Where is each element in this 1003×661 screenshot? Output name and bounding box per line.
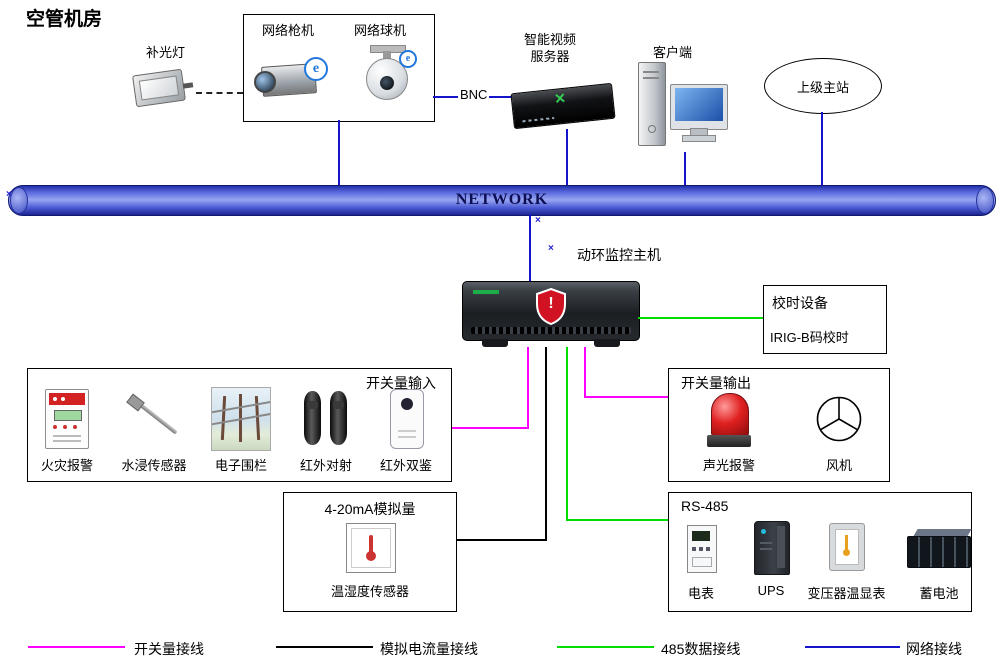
bnc-label: BNC <box>458 87 490 102</box>
rs485-title: RS-485 <box>681 498 729 514</box>
timing-box-subtitle: IRIG-B码校时 <box>770 330 849 345</box>
connector-timing <box>638 317 763 319</box>
legend-network-line <box>805 646 900 648</box>
network-bus-label: NETWORK <box>455 191 549 208</box>
battery-bank-label: 蓄电池 <box>919 586 959 601</box>
fire-alarm-label: 火灾报警 <box>40 458 93 473</box>
power-meter-label: 电表 <box>687 586 714 601</box>
shield-icon: ! <box>535 287 567 326</box>
rs485-box: RS-485 电表 UPS 变压器温显表 <box>668 492 972 612</box>
host-led-icon <box>473 290 499 294</box>
video-server-icon: ✕ <box>510 80 616 130</box>
connector-master-bus <box>821 112 823 186</box>
fan-icon <box>815 395 863 443</box>
temp-humidity-sensor-label: 温湿度传感器 <box>330 584 409 599</box>
water-sensor-label: 水浸传感器 <box>121 458 187 473</box>
connector-rs485-v <box>566 347 568 521</box>
host-label: 动环监控主机 <box>577 247 661 263</box>
network-bus: NETWORK <box>8 185 996 216</box>
fill-light-label: 补光灯 <box>146 45 186 60</box>
sound-light-alarm-icon <box>707 393 751 449</box>
legend-analog-line <box>276 646 373 648</box>
monitoring-host-icon: ! <box>462 281 640 341</box>
battery-bank-icon <box>907 529 972 569</box>
ups-label: UPS <box>757 583 785 598</box>
legend-485-line <box>557 646 654 648</box>
connector-light-camera <box>196 92 243 94</box>
electronic-fence-label: 电子围栏 <box>214 458 267 473</box>
video-server-label-line1: 智能视频 <box>523 32 576 47</box>
connector-analog-v <box>545 347 547 541</box>
switch-output-box: 开关量输出 声光报警 风机 <box>668 368 890 482</box>
connection-x-icon: × <box>535 215 541 226</box>
dual-pir-icon <box>390 389 424 449</box>
fire-alarm-icon <box>45 389 89 449</box>
connector-rs485-h <box>566 519 668 521</box>
dome-camera-label: 网络球机 <box>354 23 407 38</box>
legend-switch-label: 开关量接线 <box>134 641 204 657</box>
analog-box-title: 4-20mA模拟量 <box>324 501 416 517</box>
ups-icon <box>754 521 790 575</box>
connector-switch-input-v <box>527 347 529 429</box>
bus-right-cap-icon <box>976 187 994 214</box>
host-foot-icon <box>594 339 620 347</box>
connection-x-icon: × <box>6 189 12 200</box>
transformer-temp-display-label: 变压器温显表 <box>807 586 886 601</box>
sound-light-alarm-label: 声光报警 <box>702 458 755 473</box>
connector-bus-host <box>529 214 531 281</box>
power-meter-icon <box>687 525 717 573</box>
master-station-node: 上级主站 <box>764 58 882 114</box>
server-logo-icon: ✕ <box>553 89 567 107</box>
bus-left-cap-icon <box>10 187 28 214</box>
video-server-label-line2: 服务器 <box>530 49 570 64</box>
bullet-camera-icon: e <box>254 55 336 107</box>
master-station-label: 上级主站 <box>796 79 849 95</box>
legend-switch-line <box>28 646 125 648</box>
connector-switch-output-h <box>584 396 668 398</box>
fan-label: 风机 <box>825 458 852 473</box>
analog-box: 4-20mA模拟量 温湿度传感器 <box>283 492 457 612</box>
timing-box-title: 校时设备 <box>772 295 828 311</box>
camera-group-box: 网络枪机 网络球机 e e <box>243 14 435 122</box>
browser-badge-icon: e <box>399 50 417 68</box>
timing-box: 校时设备 IRIG-B码校时 <box>763 285 887 354</box>
infrared-beam-icon <box>304 391 348 447</box>
fill-light-icon <box>130 66 194 110</box>
legend-network-label: 网络接线 <box>906 641 962 657</box>
legend-485-label: 485数据接线 <box>661 641 741 657</box>
connection-x-icon: × <box>548 243 554 254</box>
connector-client-bus <box>684 152 686 186</box>
shield-mark: ! <box>548 295 554 312</box>
connector-camera-bus <box>338 120 340 186</box>
temp-humidity-sensor-icon <box>346 523 396 573</box>
dual-pir-label: 红外双鉴 <box>379 458 432 473</box>
connector-switch-output-v <box>584 347 586 398</box>
infrared-beam-label: 红外对射 <box>299 458 352 473</box>
host-vent-icon <box>471 327 631 334</box>
switch-input-box: 开关量输入 <box>27 368 452 482</box>
switch-output-title: 开关量输出 <box>681 375 751 391</box>
client-label: 客户端 <box>653 45 693 60</box>
bullet-camera-label: 网络枪机 <box>262 23 315 38</box>
transformer-temp-display-icon <box>829 523 865 571</box>
connector-switch-input-h <box>450 427 529 429</box>
water-sensor-icon <box>126 393 182 445</box>
connector-analog-h <box>455 539 547 541</box>
browser-badge-icon: e <box>304 57 328 81</box>
host-foot-icon <box>482 339 508 347</box>
page-title: 空管机房 <box>26 9 103 30</box>
dome-camera-icon: e <box>352 45 422 113</box>
legend-analog-label: 模拟电流量接线 <box>380 641 478 657</box>
connector-server-bus <box>566 129 568 186</box>
switch-input-title: 开关量输入 <box>366 375 436 391</box>
client-computer-icon <box>638 60 728 152</box>
electronic-fence-icon <box>211 387 271 451</box>
